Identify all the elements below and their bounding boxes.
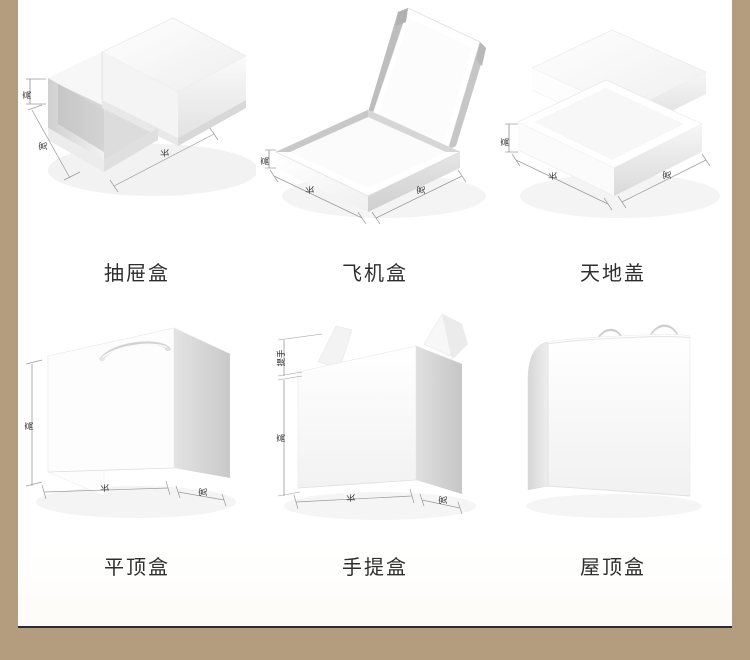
dimension-label-length: 长 bbox=[305, 185, 316, 194]
tote-box-illustration: 提手 高 长 bbox=[256, 308, 494, 550]
box-caption-drawer-box: 抽屉盒 bbox=[104, 261, 170, 285]
box-card-mailer-box[interactable]: 高 长 宽 飞机盒 bbox=[256, 0, 494, 308]
dimension-label-width: 宽 bbox=[198, 487, 209, 496]
box-card-roof-box[interactable]: 屋顶盒 bbox=[494, 308, 732, 598]
box-caption-roof-box: 屋顶盒 bbox=[580, 555, 646, 579]
dimension-label-height: 高 bbox=[500, 138, 511, 147]
box-caption-flat-top-box: 平顶盒 bbox=[104, 555, 170, 579]
dimension-label-height: 高 bbox=[22, 91, 33, 100]
dimension-label-height: 高 bbox=[24, 422, 35, 431]
box-card-drawer-box[interactable]: 高 宽 长 抽屉盒 bbox=[18, 0, 256, 308]
dimension-label-width: 宽 bbox=[416, 185, 427, 194]
box-caption-lid-base-box: 天地盖 bbox=[580, 261, 646, 285]
dimension-label-handle: 提手 bbox=[276, 349, 287, 367]
flat-top-box-illustration: 高 长 宽 bbox=[18, 308, 256, 550]
dimension-label-width: 宽 bbox=[38, 141, 49, 150]
dimension-label-height: 高 bbox=[260, 157, 271, 166]
box-caption-tote-box: 手提盒 bbox=[342, 555, 408, 579]
box-card-lid-base-box[interactable]: 高 长 宽 天地盖 bbox=[494, 0, 732, 308]
dimension-label-length: 长 bbox=[346, 493, 357, 502]
mailer-box-illustration: 高 长 宽 bbox=[256, 0, 494, 260]
roof-box-illustration bbox=[494, 308, 732, 550]
dimension-label-width: 宽 bbox=[438, 495, 449, 504]
box-caption-mailer-box: 飞机盒 bbox=[342, 261, 408, 285]
dimension-label-width: 宽 bbox=[662, 170, 673, 179]
drawer-box-illustration: 高 宽 长 bbox=[18, 0, 256, 260]
dimension-label-length: 长 bbox=[100, 483, 111, 492]
lid-base-box-illustration: 高 长 宽 bbox=[494, 0, 732, 260]
dimension-label-length: 长 bbox=[160, 148, 171, 157]
product-box-types-panel: 高 宽 长 抽屉盒 bbox=[18, 0, 732, 628]
box-card-tote-box[interactable]: 提手 高 长 bbox=[256, 308, 494, 598]
dimension-label-length: 长 bbox=[548, 171, 559, 180]
box-card-flat-top-box[interactable]: 高 长 宽 平顶盒 bbox=[18, 308, 256, 598]
dimension-label-height: 高 bbox=[276, 434, 287, 443]
box-type-grid: 高 宽 长 抽屉盒 bbox=[18, 0, 732, 626]
